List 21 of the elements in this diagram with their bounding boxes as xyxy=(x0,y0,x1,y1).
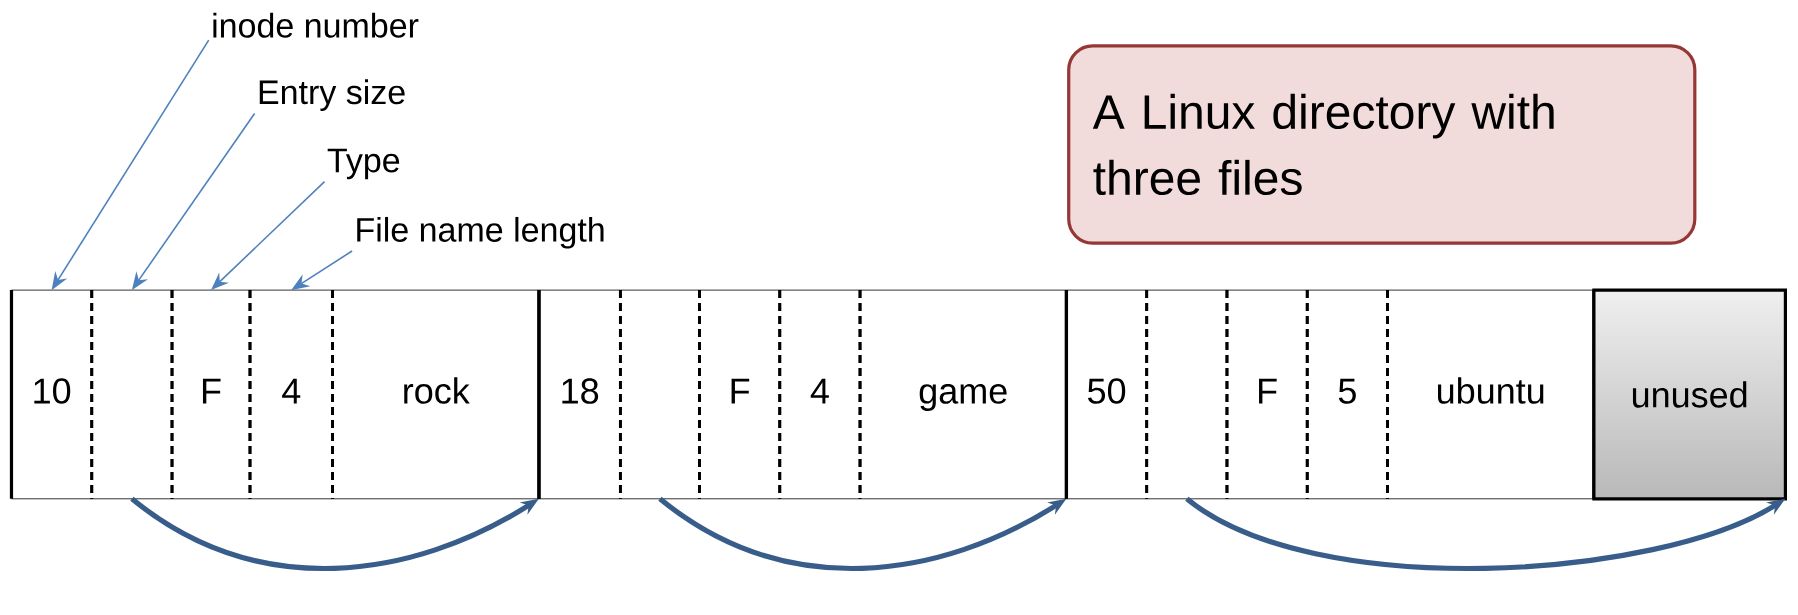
field-label: File name length xyxy=(357,217,604,249)
field-cell: game xyxy=(858,289,1069,500)
unused-field: unused xyxy=(1592,288,1787,501)
field-cell: F xyxy=(1225,289,1309,500)
empty-field xyxy=(1145,289,1229,500)
field-cell: 10 xyxy=(9,289,94,500)
field-cell: 4 xyxy=(248,289,334,500)
field-label: Entry size xyxy=(259,79,405,112)
field-cell: 50 xyxy=(1064,289,1149,500)
field-cell: rock xyxy=(331,289,541,500)
field-cell: 18 xyxy=(537,289,622,500)
field-cell: 5 xyxy=(1305,289,1389,500)
field-label: Type xyxy=(327,148,400,180)
field-cell: F xyxy=(698,289,782,500)
field-cell: 4 xyxy=(778,289,862,500)
callout-box: A Linux directory with three files xyxy=(1067,44,1697,245)
empty-field xyxy=(619,289,701,500)
field-cell: ubuntu xyxy=(1386,289,1596,500)
field-cell: F xyxy=(170,289,252,500)
empty-field xyxy=(90,289,174,500)
field-label: inode number xyxy=(213,12,419,38)
